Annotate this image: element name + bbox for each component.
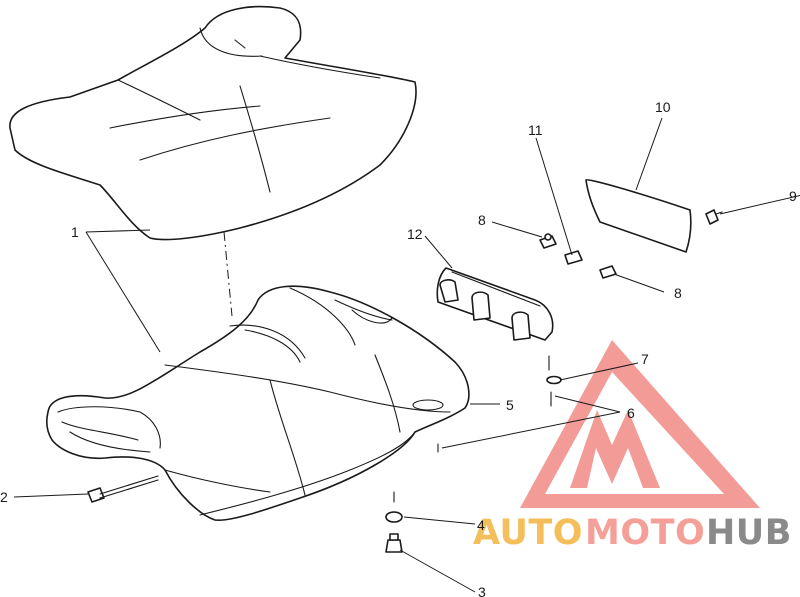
- callout-9: 9: [789, 188, 797, 204]
- seat-cover-outline: [9, 5, 417, 241]
- screw-9: [705, 209, 723, 225]
- callout-8-upper: 8: [478, 212, 486, 228]
- callout-5: 5: [506, 397, 514, 413]
- callout-7: 7: [641, 351, 649, 367]
- seat-assembly: [46, 285, 470, 521]
- callout-6: 6: [627, 405, 635, 421]
- watermark-text-moto: MOTO: [585, 513, 705, 553]
- bulb-left: [539, 233, 557, 249]
- callout-12: 12: [407, 226, 423, 242]
- cable-tie: [87, 475, 159, 503]
- watermark-text-hub: HUB: [706, 513, 792, 553]
- watermark-text-auto: AUTO: [473, 513, 583, 553]
- leader-lines: [13, 117, 800, 593]
- watermark-wordmark: AUTO MOTO HUB: [473, 513, 792, 553]
- fastener-group-front: [385, 491, 403, 553]
- alignment-line: [223, 231, 233, 317]
- callout-2: 2: [0, 489, 8, 505]
- watermark-letter-m: [570, 410, 660, 488]
- bulb-right: [599, 265, 617, 279]
- watermark-logo: [520, 340, 760, 508]
- callout-11: 11: [528, 122, 543, 138]
- bulb-center: [564, 250, 583, 265]
- callout-3: 3: [478, 584, 486, 597]
- tail-light-housing: [436, 267, 554, 341]
- callout-1: 1: [71, 224, 79, 240]
- callout-8-lower: 8: [674, 285, 682, 301]
- callout-10: 10: [655, 99, 671, 115]
- reflector-lens: [585, 179, 692, 253]
- callout-labels: 1 2 3 4 5 6 7 8 8 9 10 11 12: [0, 99, 797, 597]
- callout-4: 4: [477, 517, 485, 533]
